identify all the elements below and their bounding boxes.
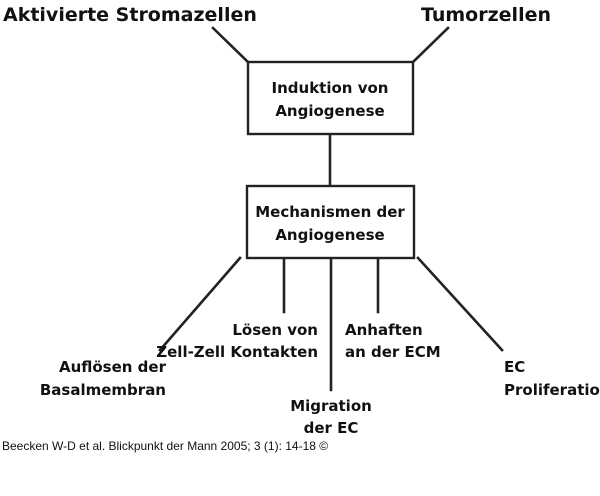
mechanisms-label-line2: Angiogenese: [275, 226, 384, 244]
citation-caption: Beecken W-D et al. Blickpunkt der Mann 2…: [2, 439, 329, 453]
tumor-label: Tumorzellen: [421, 4, 551, 26]
mechanisms-box: [245, 184, 416, 260]
cellcontacts-label-line2: Zell-Zell Kontakten: [156, 343, 318, 361]
ecm-label-line1: Anhaften: [345, 321, 423, 339]
proliferation-label-line2: Proliferation: [504, 381, 600, 399]
connector-stroma-induction: [211, 26, 250, 64]
induction-label-line2: Angiogenese: [275, 102, 384, 120]
basal-label-line1: Auflösen der: [59, 358, 167, 376]
stroma-label: Aktivierte Stromazellen: [3, 4, 257, 26]
induction-box: [246, 60, 415, 136]
connector-basal: [158, 256, 242, 352]
basal-label-line2: Basalmembran: [40, 381, 166, 399]
proliferation-label-line1: EC: [504, 358, 525, 376]
ecm-label-line2: an der ECM: [345, 343, 441, 361]
connector-tumor-induction: [411, 26, 450, 64]
migration-label-line1: Migration: [290, 397, 372, 415]
induction-label-line1: Induktion von: [272, 79, 389, 97]
cellcontacts-label-line1: Lösen von: [232, 321, 318, 339]
connector-proliferation: [416, 256, 504, 352]
angiogenesis-diagram: Aktivierte Stromazellen Tumorzellen Indu…: [3, 4, 600, 437]
migration-label-line2: der EC: [304, 419, 359, 437]
mechanisms-label-line1: Mechanismen der: [255, 203, 405, 221]
